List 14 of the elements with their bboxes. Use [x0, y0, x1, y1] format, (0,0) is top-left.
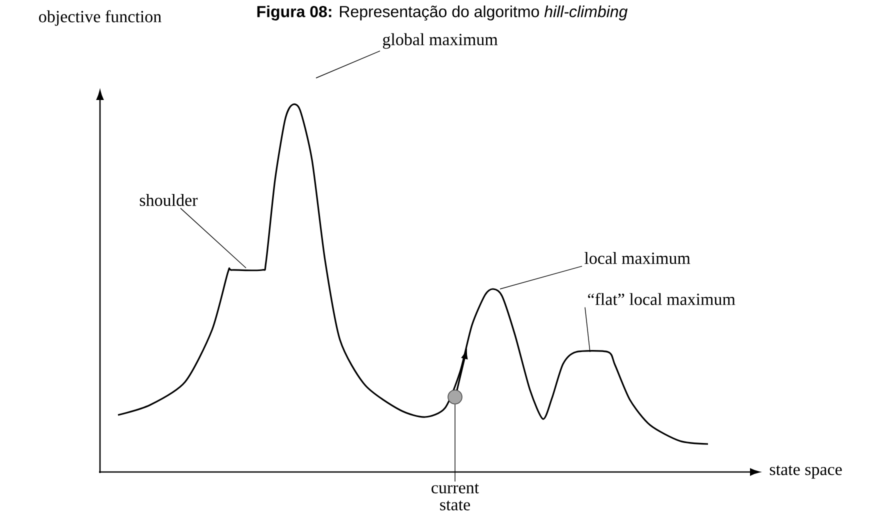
callout-text: global maximum [382, 33, 498, 49]
axis-label: state space [770, 465, 842, 479]
leader-line [584, 306, 590, 352]
state-marker [448, 390, 462, 404]
leader-line [500, 266, 582, 290]
axis-label: objective function [39, 10, 162, 26]
callout-text: “flat” local maximum [588, 292, 736, 306]
figure-title: Figura 08: Representação do algoritmo hill-climbing [257, 6, 628, 20]
leader-line [454, 404, 456, 482]
callout-text: local maximum [584, 252, 690, 264]
leader-line [316, 50, 380, 78]
callout-text: shoulder [140, 194, 198, 206]
leader-line [180, 208, 246, 268]
axis-text: current state [432, 484, 479, 510]
